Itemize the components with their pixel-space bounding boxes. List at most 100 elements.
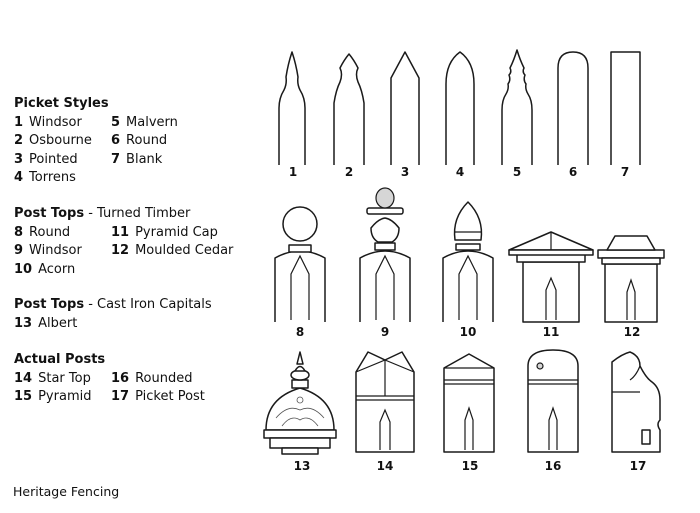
- legend-heading: Post Tops: [14, 206, 85, 221]
- legend-picket-styles: Picket Styles 1 Windsor 5 Malvern 2 Osbourn…: [14, 95, 261, 188]
- figure-label: 9: [381, 325, 389, 339]
- item-number: 7: [111, 151, 121, 167]
- item-number: 14: [14, 370, 33, 386]
- legend-item: 1 Windsor: [14, 114, 111, 133]
- figure-label: 4: [456, 165, 464, 179]
- figure-label: 11: [543, 325, 560, 339]
- item-name: Windsor: [29, 114, 82, 130]
- figure-label: 8: [296, 325, 304, 339]
- legend-post-tops-turned: Post Tops - Turned Timber 8 Round 11 Pyram…: [14, 205, 261, 279]
- figure-label: 13: [294, 459, 311, 473]
- legend-post-tops-cast: Post Tops - Cast Iron Capitals 13 Albert: [14, 296, 212, 333]
- legend-item: 2 Osbourne: [14, 132, 111, 151]
- item-name: Star Top: [38, 370, 91, 386]
- footer-caption: Heritage Fencing: [13, 484, 120, 499]
- picket-windsor-drawing: [278, 51, 306, 165]
- legend-subheading: - Turned Timber: [84, 206, 191, 221]
- item-number: 4: [14, 170, 24, 185]
- item-number: 2: [14, 133, 24, 148]
- figure-label: 2: [345, 165, 353, 179]
- item-number: 16: [111, 370, 130, 386]
- figure-label: 14: [377, 459, 394, 473]
- item-name: Malvern: [126, 114, 178, 130]
- post-top-pyramid-cap-drawing: [508, 231, 594, 323]
- item-name: Windsor: [29, 243, 82, 258]
- item-name: Round: [29, 224, 71, 240]
- legend-item: 15 Pyramid: [14, 388, 111, 407]
- figure-label: 7: [621, 165, 629, 179]
- item-number: 10: [14, 261, 33, 277]
- legend-item: 3 Pointed: [14, 151, 111, 170]
- picket-blank-drawing: [610, 51, 641, 165]
- figure-label: 10: [460, 325, 477, 339]
- post-pyramid-drawing: [443, 353, 495, 453]
- item-number: 15: [14, 389, 33, 404]
- item-number: 12: [111, 243, 130, 258]
- post-top-round-drawing: [274, 206, 326, 322]
- item-name: Rounded: [135, 370, 193, 386]
- post-top-windsor-drawing: [359, 187, 411, 322]
- legend-item: 11 Pyramid Cap: [111, 224, 261, 243]
- legend-heading: Picket Styles: [14, 96, 109, 111]
- legend-heading: Actual Posts: [14, 352, 106, 367]
- legend-item: 13 Albert: [14, 315, 212, 334]
- picket-torrens-drawing: [445, 51, 475, 165]
- item-name: Pyramid: [38, 389, 92, 404]
- legend-item: 10 Acorn: [14, 261, 261, 280]
- figure-label: 3: [401, 165, 409, 179]
- item-name: Blank: [126, 151, 163, 167]
- legend-item: 4 Torrens: [14, 169, 261, 188]
- item-name: Round: [126, 133, 168, 148]
- legend-subheading: - Cast Iron Capitals: [84, 297, 212, 312]
- legend-heading-row: Post Tops - Turned Timber: [14, 205, 261, 224]
- post-star-top-drawing: [355, 351, 415, 453]
- legend-item: 8 Round: [14, 224, 111, 243]
- legend-item: 7 Blank: [111, 151, 261, 170]
- item-name: Moulded Cedar: [135, 243, 234, 258]
- figure-label: 15: [462, 459, 479, 473]
- legend-item: 6 Round: [111, 132, 261, 151]
- item-name: Albert: [38, 315, 78, 331]
- item-number: 1: [14, 114, 24, 130]
- figure-label: 16: [545, 459, 562, 473]
- post-rounded-drawing: [527, 349, 579, 453]
- item-number: 13: [14, 315, 33, 331]
- figure-label: 12: [624, 325, 641, 339]
- item-number: 9: [14, 243, 24, 258]
- legend-item: 5 Malvern: [111, 114, 261, 133]
- item-name: Pointed: [29, 151, 78, 167]
- post-picket-post-drawing: [611, 351, 661, 453]
- item-number: 3: [14, 151, 24, 167]
- picket-malvern-drawing: [501, 49, 533, 165]
- picket-round-drawing: [557, 51, 589, 165]
- item-name: Picket Post: [135, 389, 205, 404]
- item-number: 5: [111, 114, 121, 130]
- figure-label: 1: [289, 165, 297, 179]
- post-top-moulded-cedar-drawing: [597, 235, 665, 323]
- legend-item: 12 Moulded Cedar: [111, 242, 261, 261]
- item-number: 11: [111, 224, 130, 240]
- item-name: Pyramid Cap: [135, 224, 218, 240]
- legend-item: 17 Picket Post: [111, 388, 261, 407]
- legend-actual-posts: Actual Posts 14 Star Top 16 Rounded 15 Pyra…: [14, 351, 261, 407]
- legend-heading-row: Post Tops - Cast Iron Capitals: [14, 296, 212, 315]
- item-number: 17: [111, 389, 130, 404]
- figure-label: 17: [630, 459, 647, 473]
- legend-item: 16 Rounded: [111, 370, 261, 389]
- capital-albert-drawing: [263, 351, 337, 455]
- picket-pointed-drawing: [390, 51, 420, 165]
- legend-item: 14 Star Top: [14, 370, 111, 389]
- legend-item: 9 Windsor: [14, 242, 111, 261]
- item-name: Acorn: [38, 261, 76, 277]
- post-top-acorn-drawing: [442, 201, 494, 322]
- item-number: 6: [111, 133, 121, 148]
- item-name: Osbourne: [29, 133, 92, 148]
- legend-heading: Post Tops: [14, 297, 85, 312]
- item-name: Torrens: [29, 170, 76, 185]
- figure-label: 6: [569, 165, 577, 179]
- picket-osbourne-drawing: [333, 53, 365, 165]
- figure-label: 5: [513, 165, 521, 179]
- item-number: 8: [14, 224, 24, 240]
